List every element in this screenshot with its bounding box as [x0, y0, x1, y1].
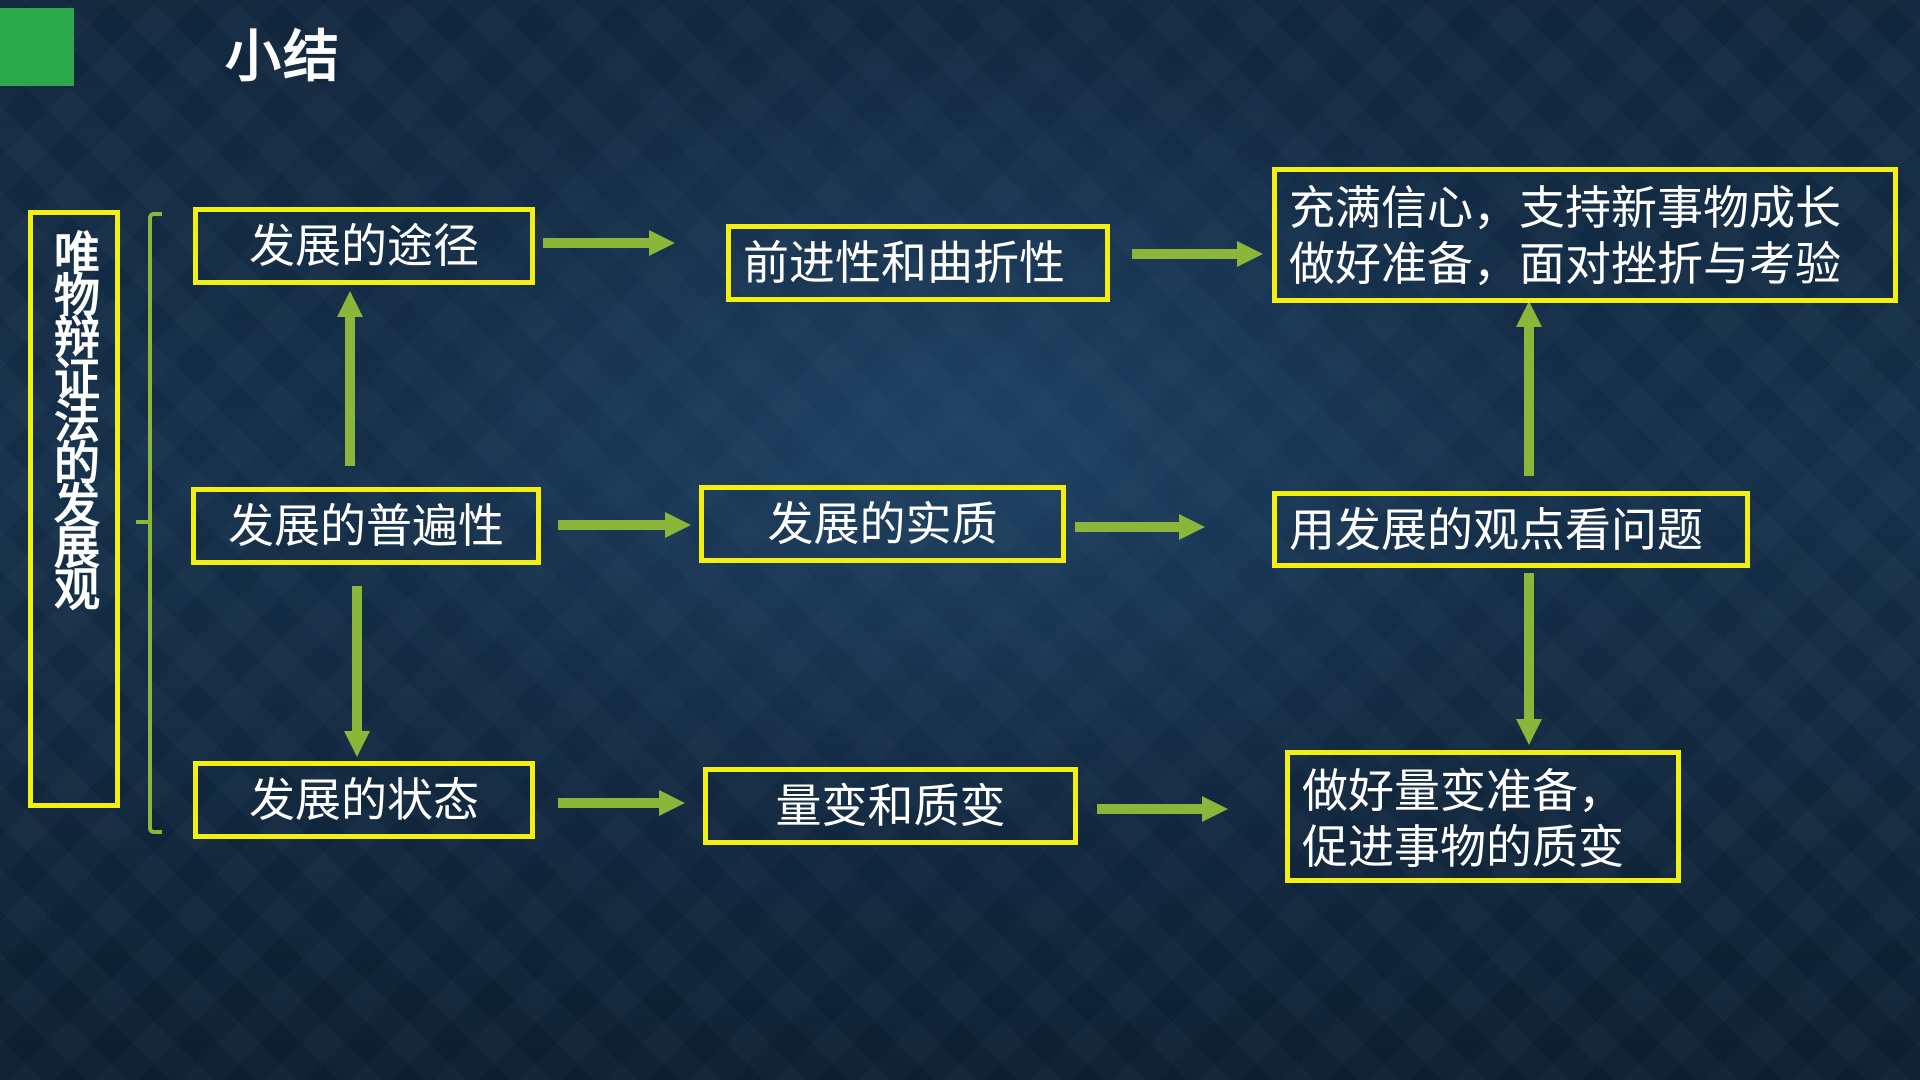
node-development-state-label: 发展的状态: [249, 773, 479, 827]
vertical-label: 唯物辩证法的发展观: [47, 229, 101, 607]
node-developmental-view-label: 用发展的观点看问题: [1289, 502, 1703, 557]
node-confidence-line2: 做好准备，面对挫折与考验: [1289, 237, 1841, 291]
node-developmental-view: 用发展的观点看问题: [1272, 491, 1750, 568]
node-development-essence: 发展的实质: [699, 485, 1066, 563]
corner-accent-block: [0, 8, 74, 86]
left-bracket-tick: [136, 520, 150, 524]
node-confidence-line1: 充满信心，支持新事物成长: [1289, 181, 1841, 235]
node-confidence-and-preparation: 充满信心，支持新事物成长 做好准备，面对挫折与考验: [1272, 167, 1898, 303]
node-progress-and-twists: 前进性和曲折性: [726, 224, 1110, 302]
node-development-state: 发展的状态: [193, 761, 535, 839]
node-prepare-line2: 促进事物的质变: [1302, 820, 1624, 874]
vertical-label-box: 唯物辩证法的发展观: [28, 210, 120, 808]
node-progress-and-twists-label: 前进性和曲折性: [743, 236, 1065, 290]
node-development-universality: 发展的普遍性: [191, 487, 541, 565]
node-quantity-and-quality: 量变和质变: [703, 767, 1078, 845]
node-quantity-and-quality-label: 量变和质变: [775, 779, 1006, 833]
node-prepare-line1: 做好量变准备，: [1302, 764, 1624, 818]
node-development-path-label: 发展的途径: [249, 219, 479, 273]
node-quantitative-preparation: 做好量变准备， 促进事物的质变: [1285, 750, 1681, 883]
node-development-universality-label: 发展的普遍性: [228, 499, 504, 553]
node-development-path: 发展的途径: [193, 207, 535, 285]
slide-title: 小结: [225, 25, 341, 90]
node-development-essence-label: 发展的实质: [767, 497, 998, 551]
left-bracket: [148, 212, 162, 834]
